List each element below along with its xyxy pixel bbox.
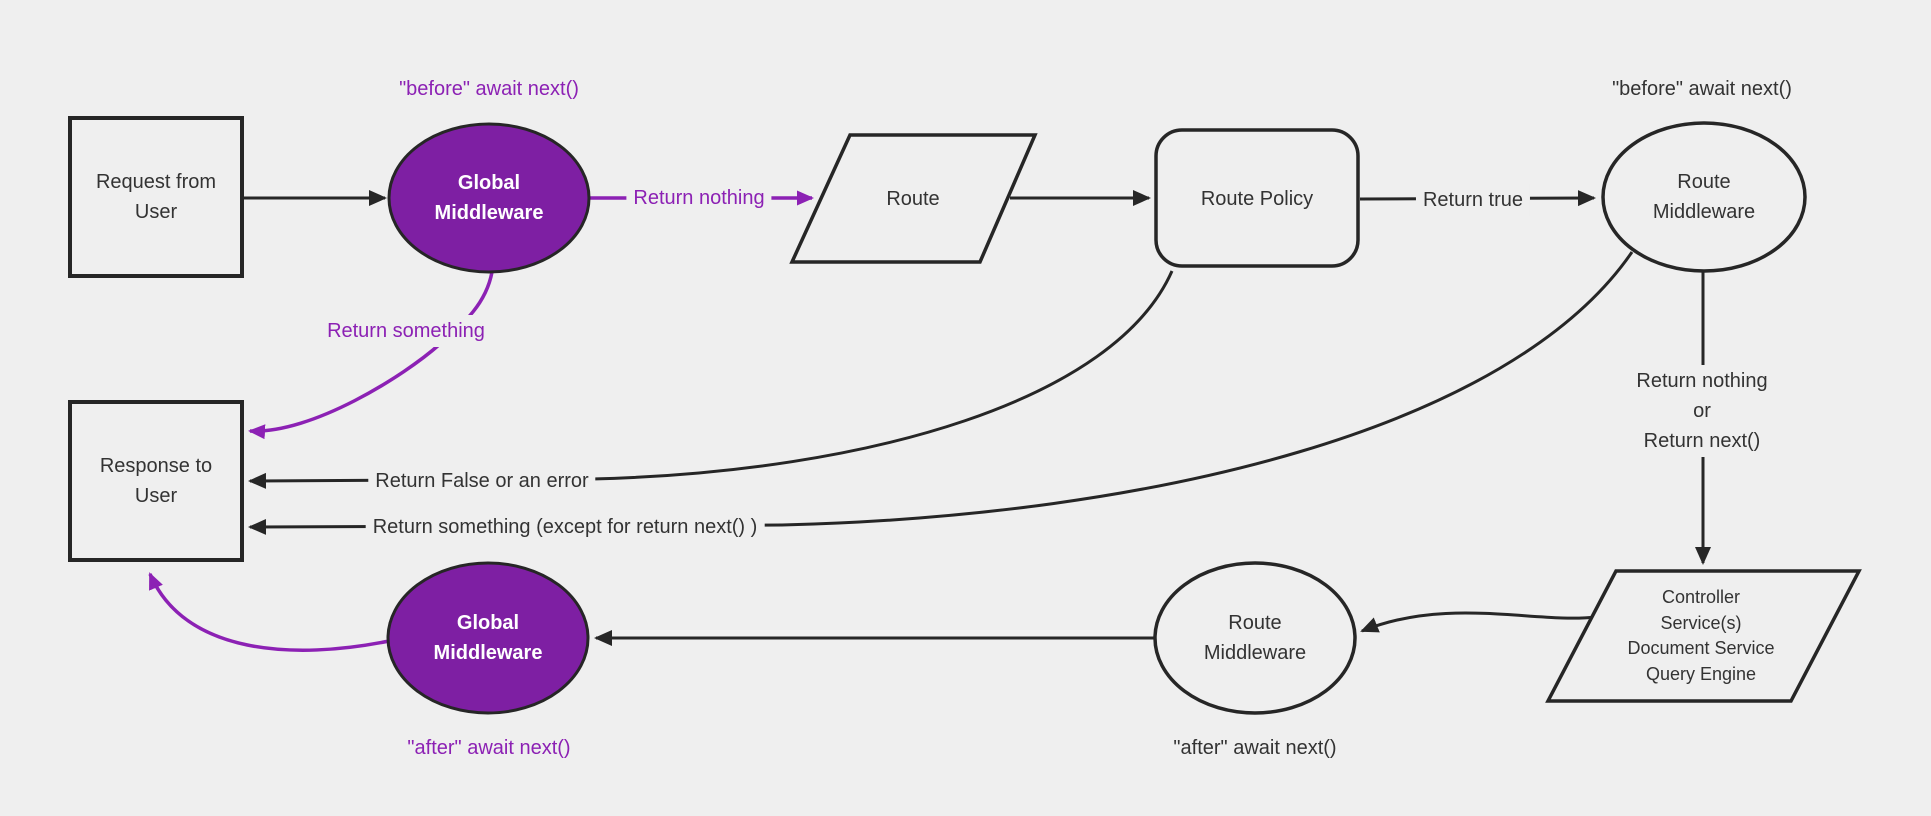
edge-label-return-nothing: Return nothing xyxy=(626,182,772,214)
edge-label-return-false-or-error: Return False or an error xyxy=(368,465,596,497)
node-route-middleware-top-label: Route Middleware xyxy=(1652,171,1756,223)
node-global-middleware-bottom-label: Global Middleware xyxy=(433,612,543,664)
node-response-shape xyxy=(68,400,244,562)
node-route-middleware-top-shape xyxy=(1601,121,1807,273)
annotation-after-await-next-route: "after" await next() xyxy=(1173,737,1337,759)
edge-label-return-something-except: Return something (except for return next… xyxy=(365,511,765,543)
node-controller-label: Controller Service(s) Document Service Q… xyxy=(1627,586,1775,684)
node-global-middleware-bottom-shape xyxy=(386,561,590,715)
edge-global-middleware-return-something-to-response xyxy=(248,271,494,440)
node-request-label: Request from User xyxy=(95,171,217,223)
node-global-middleware-top-shape xyxy=(387,122,591,274)
node-controller-shape xyxy=(1545,569,1862,703)
node-global-middleware-top-label: Global Middleware xyxy=(434,172,544,224)
edge-controller-to-route-middleware-bottom xyxy=(1360,611,1597,633)
node-route-policy-label: Route Policy xyxy=(1200,188,1314,210)
node-route-shape xyxy=(789,133,1038,264)
edge-label-return-true: Return true xyxy=(1415,184,1531,216)
node-request-shape xyxy=(68,116,244,278)
edge-label-return-something: Return something xyxy=(320,315,492,347)
edge-route-policy-return-false-to-response xyxy=(248,270,1174,489)
annotation-before-await-next-route: "before" await next() xyxy=(1612,78,1792,100)
node-route-middleware-bottom-shape xyxy=(1153,561,1357,715)
node-route-label: Route xyxy=(886,188,940,210)
node-route-policy-shape xyxy=(1154,128,1360,268)
node-route-middleware-bottom-label: Route Middleware xyxy=(1203,612,1307,664)
edge-route-middleware-return-something-to-response xyxy=(248,251,1634,535)
edge-global-middleware-bottom-to-response xyxy=(148,572,390,652)
edge-label-return-nothing-or-next: Return nothing or Return next() xyxy=(1629,365,1775,457)
node-response-label: Response to User xyxy=(99,455,213,507)
annotation-after-await-next-global: "after" await next() xyxy=(407,737,571,759)
annotation-before-await-next-global: "before" await next() xyxy=(399,78,579,100)
